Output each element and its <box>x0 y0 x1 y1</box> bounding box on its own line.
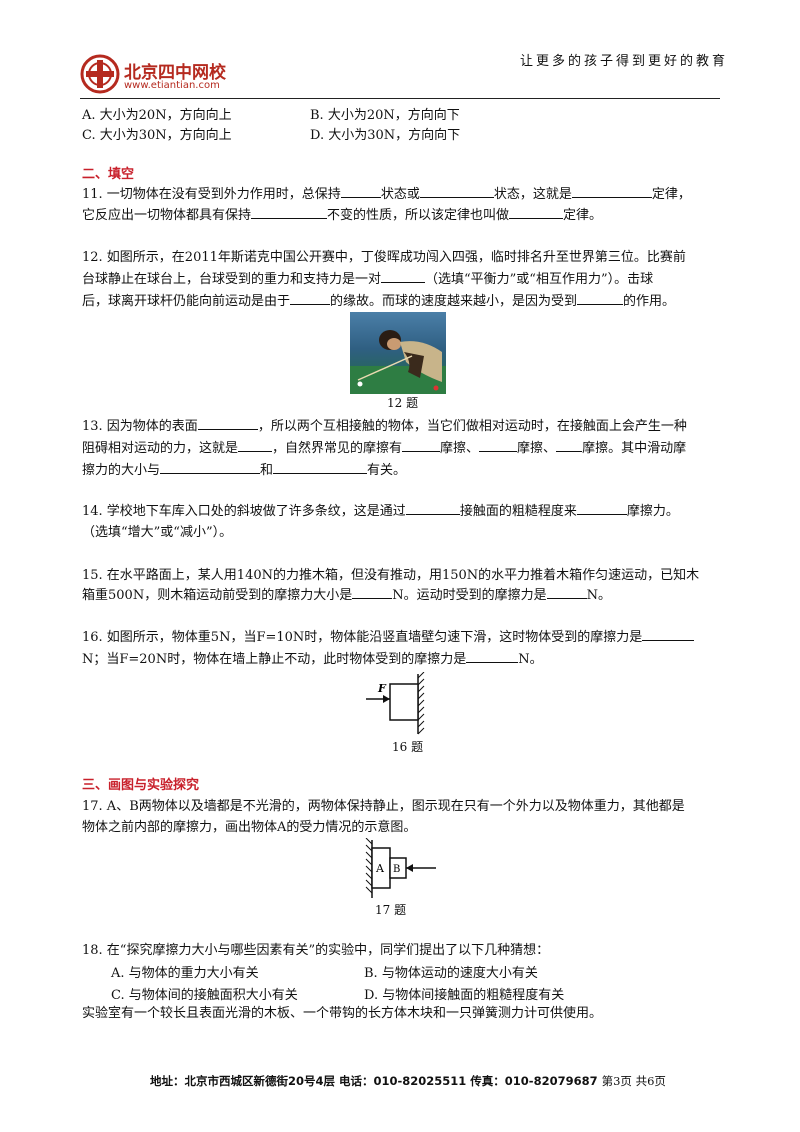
question-13-line-3: 擦力的大小与和有关。 <box>82 461 407 478</box>
question-15-line-1: 15. 在水平路面上，某人用140N的力推木箱，但没有推动，用150N的水平力推… <box>82 568 700 583</box>
answer-blank[interactable] <box>642 628 695 641</box>
prev-option-d: D. 大小为30N，方向向下 <box>310 128 461 143</box>
answer-blank[interactable] <box>251 206 328 219</box>
prev-option-a: A. 大小为20N，方向向上 <box>82 108 232 123</box>
logo-url: www.etiantian.com <box>124 80 220 91</box>
logo-emblem-icon <box>80 54 120 94</box>
answer-blank[interactable] <box>238 439 273 452</box>
footer-page-number: 第3页 共6页 <box>601 1074 666 1088</box>
snooker-player-photo <box>350 312 446 394</box>
answer-blank[interactable] <box>405 502 460 515</box>
footer-address: 地址：北京市西城区新德街20号4层 电话：010-82025511 传真：010… <box>150 1074 598 1088</box>
question-14-line-1: 14. 学校地下车库入口处的斜坡做了许多条纹，这是通过接触面的粗糙程度来摩擦力。 <box>82 502 679 519</box>
q18-option-a: A. 与物体的重力大小有关 <box>111 966 259 981</box>
section-title-drawing-experiment: 三、画图与实验探究 <box>82 778 200 793</box>
prev-option-c: C. 大小为30N，方向向上 <box>82 128 232 143</box>
question-17-line-2: 物体之前内部的摩擦力，画出物体A的受力情况的示意图。 <box>82 820 417 835</box>
school-logo: 北京四中网校 www.etiantian.com <box>80 52 260 96</box>
question-12-line-3: 后，球离开球杆仍能向前运动是由于的缘故。而球的速度越来越小，是因为受到的作用。 <box>82 292 676 309</box>
header-divider <box>80 98 720 99</box>
question-16-line-1: 16. 如图所示，物体重5N，当F=10N时，物体能沿竖直墙壁匀速下滑，这时物体… <box>82 628 724 648</box>
answer-blank[interactable] <box>479 439 518 452</box>
answer-blank[interactable] <box>160 461 261 474</box>
question-13-line-2: 阻碍相对运动的力，这就是，自然界常见的摩擦有摩擦、摩擦、摩擦。其中滑动摩 <box>82 439 687 456</box>
answer-blank[interactable] <box>556 439 583 452</box>
question-14-line-2: （选填“增大”或“减小”）。 <box>82 525 233 540</box>
question-18-line-1: 18. 在“探究摩擦力大小与哪些因素有关”的实验中，同学们提出了以下几种猜想： <box>82 943 550 958</box>
figure-16-label: 16 题 <box>392 740 424 754</box>
page-footer: 地址：北京市西城区新德街20号4层 电话：010-82025511 传真：010… <box>150 1073 666 1089</box>
force-label-f: F <box>377 682 387 695</box>
question-12-line-2: 台球静止在球台上，台球受到的重力和支持力是一对（选填“平衡力”或“相互作用力”）… <box>82 270 654 287</box>
answer-blank[interactable] <box>571 185 652 198</box>
answer-blank[interactable] <box>419 185 494 198</box>
figure-12-label: 12 题 <box>387 396 419 410</box>
figure-17-label: 17 题 <box>375 903 407 917</box>
answer-blank[interactable] <box>546 586 587 599</box>
question-11-line-1: 11. 一切物体在没有受到外力作用时，总保持状态或状态，这就是定律， <box>82 185 691 202</box>
answer-blank[interactable] <box>340 185 381 198</box>
q18-option-c: C. 与物体间的接触面积大小有关 <box>111 988 298 1003</box>
block-b-label: B <box>393 864 400 875</box>
answer-blank[interactable] <box>381 270 426 283</box>
question-13-line-1: 13. 因为物体的表面，所以两个互相接触的物体，当它们做相对运动时，在接触面上会… <box>82 417 687 434</box>
answer-blank[interactable] <box>509 206 564 219</box>
answer-blank[interactable] <box>576 502 627 515</box>
answer-blank[interactable] <box>197 417 258 430</box>
header-slogan: 让更多的孩子得到更好的教育 <box>520 54 729 69</box>
section-title-fill-blank: 二、填空 <box>82 167 135 182</box>
q18-option-b: B. 与物体运动的速度大小有关 <box>364 966 538 981</box>
question-12-line-1: 12. 如图所示，在2011年斯诺克中国公开赛中，丁俊晖成功闯入四强，临时排名升… <box>82 250 686 265</box>
q18-option-d: D. 与物体间接触面的粗糙程度有关 <box>364 988 565 1003</box>
question-17-line-1: 17. A、B两物体以及墙都是不光滑的，两物体保持静止，图示现在只有一个外力以及… <box>82 799 685 814</box>
block-a-label: A <box>375 862 385 875</box>
figure-16-diagram: F <box>366 672 425 735</box>
answer-blank[interactable] <box>577 292 624 305</box>
answer-blank[interactable] <box>290 292 331 305</box>
answer-blank[interactable] <box>352 586 393 599</box>
answer-blank[interactable] <box>402 439 441 452</box>
answer-blank[interactable] <box>273 461 368 474</box>
figure-17-diagram: A B <box>365 838 436 898</box>
answer-blank[interactable] <box>466 650 519 663</box>
logo-name: 北京四中网校 <box>124 63 226 83</box>
question-11-line-2: 它反应出一切物体都具有保持不变的性质，所以该定律也叫做定律。 <box>82 206 603 223</box>
question-18-line-4: 实验室有一个较长且表面光滑的木板、一个带钩的长方体木块和一只弹簧测力计可供使用。 <box>82 1006 603 1021</box>
prev-option-b: B. 大小为20N，方向向下 <box>310 108 460 123</box>
